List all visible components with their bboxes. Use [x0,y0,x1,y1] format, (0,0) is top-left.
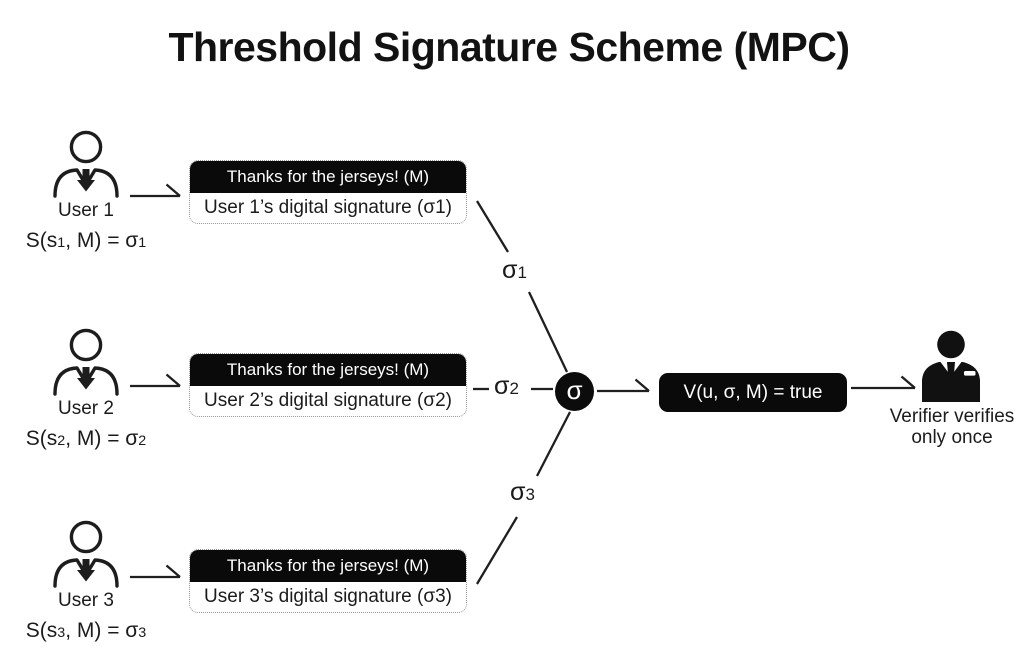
arrow-sigma-to-verification [597,378,650,393]
message-text: Thanks for the jerseys! (M) [190,354,466,386]
verifier-icon [911,330,991,402]
user-label: User 1 [58,200,114,221]
message-text: Thanks for the jerseys! (M) [190,161,466,193]
user-icon [53,328,119,396]
arrow-verification-to-verifier [851,375,916,390]
verifier-caption-line1: Verifier verifies [889,406,1015,427]
user-label: User 3 [58,590,114,611]
edge-label-sigma3: σ3 [510,478,535,506]
message-box-2: Thanks for the jerseys! (M) User 2’s dig… [189,353,467,417]
user-label: User 2 [58,398,114,419]
verification-box: V(u, σ, M) = true [659,373,847,412]
signing-formula: S(s1, M) = σ1 [25,229,147,252]
user-1-group: User 1 S(s1, M) = σ1 [16,130,156,253]
verifier-caption-line2: only once [911,427,993,448]
edge-box1-to-sigma-lower [527,291,569,373]
edge-sigma-to-box3-upper [535,411,572,477]
message-text: Thanks for the jerseys! (M) [190,550,466,582]
edge-sigma-to-box3-lower [476,516,518,585]
user-3-group: User 3 S(s3, M) = σ3 [16,520,156,643]
user-2-group: User 2 S(s2, M) = σ2 [16,328,156,451]
verifier-caption: Verifier verifies only once [884,406,1018,448]
signature-text: User 1’s digital signature (σ1) [204,197,452,218]
sigma-aggregator-node: σ [555,372,594,411]
signing-formula: S(s2, M) = σ2 [25,427,147,450]
signing-formula: S(s3, M) = σ3 [25,619,147,642]
diagram-title: Threshold Signature Scheme (MPC) [168,24,850,70]
signature-text: User 3’s digital signature (σ3) [204,586,452,607]
edge-box1-to-sigma-upper [476,200,509,253]
message-box-3: Thanks for the jerseys! (M) User 3’s dig… [189,549,467,613]
message-box-1: Thanks for the jerseys! (M) User 1’s dig… [189,160,467,224]
user-icon [53,520,119,588]
edge-label-sigma1: σ1 [502,256,527,284]
edge-label-sigma2: σ2 [494,372,519,400]
user-icon [53,130,119,198]
signature-text: User 2’s digital signature (σ2) [204,390,452,411]
